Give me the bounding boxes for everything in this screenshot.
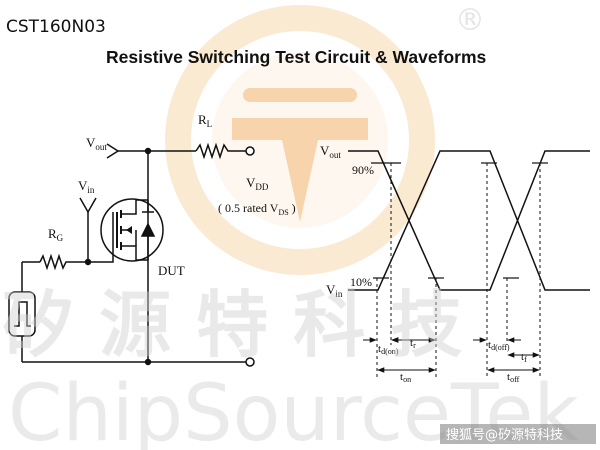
source-credit: 搜狐号@矽源特科技 — [446, 428, 563, 443]
logo-watermark — [165, 5, 435, 275]
ton-label: ton — [400, 371, 411, 384]
vdd-label: VDD — [246, 175, 269, 192]
gate-resistor — [39, 253, 88, 271]
timing-arrows — [363, 337, 540, 373]
body-diode — [140, 222, 156, 237]
load-resistor — [195, 142, 246, 160]
td-off-label: td(off) — [488, 339, 510, 352]
timing-guides — [376, 163, 541, 378]
watermark-cjk: 矽 源 特 科 技 — [2, 283, 462, 367]
ground-terminal — [245, 357, 255, 367]
level-90-label: 90% — [352, 163, 374, 177]
vout-waveform — [348, 150, 590, 291]
rl-label: RL — [198, 112, 212, 129]
rg-label: RG — [48, 226, 64, 243]
level-10-label: 10% — [350, 275, 372, 289]
tf-label: tf — [521, 351, 527, 364]
registered-mark: ® — [455, 3, 485, 38]
vdd-terminal — [245, 146, 255, 156]
vin-probe-symbol — [79, 197, 97, 214]
wave-vin-label: Vin — [326, 282, 343, 299]
source-node — [144, 358, 152, 366]
wave-vout-label: Vout — [320, 143, 341, 160]
tr-label: tr — [410, 337, 416, 350]
td-on-label: td(on) — [378, 343, 399, 356]
circuit-vout-label: Vout — [86, 135, 107, 152]
source-connection — [121, 245, 148, 261]
mosfet-body — [100, 198, 164, 262]
pulse-icon — [14, 301, 31, 327]
drain-node — [144, 147, 152, 155]
gate-plate-lead — [110, 212, 114, 263]
vout-terminal-symbol — [106, 143, 120, 159]
pulse-generator — [8, 291, 36, 337]
channel-arrow-icon — [126, 226, 132, 234]
diagram-title: Resistive Switching Test Circuit & Wavef… — [106, 47, 486, 67]
toff-label: toff — [507, 371, 520, 384]
circuit-vin-label: Vin — [78, 178, 95, 195]
switching-waveforms — [348, 150, 590, 291]
vin-waveform — [348, 150, 590, 291]
credit-backdrop — [440, 424, 596, 444]
drain-connection — [121, 199, 148, 215]
test-circuit — [8, 142, 255, 367]
dut-label: DUT — [158, 263, 185, 278]
vdd-note: ( 0.5 rated VDS ) — [218, 201, 296, 217]
part-number: CST160N03 — [6, 17, 106, 37]
